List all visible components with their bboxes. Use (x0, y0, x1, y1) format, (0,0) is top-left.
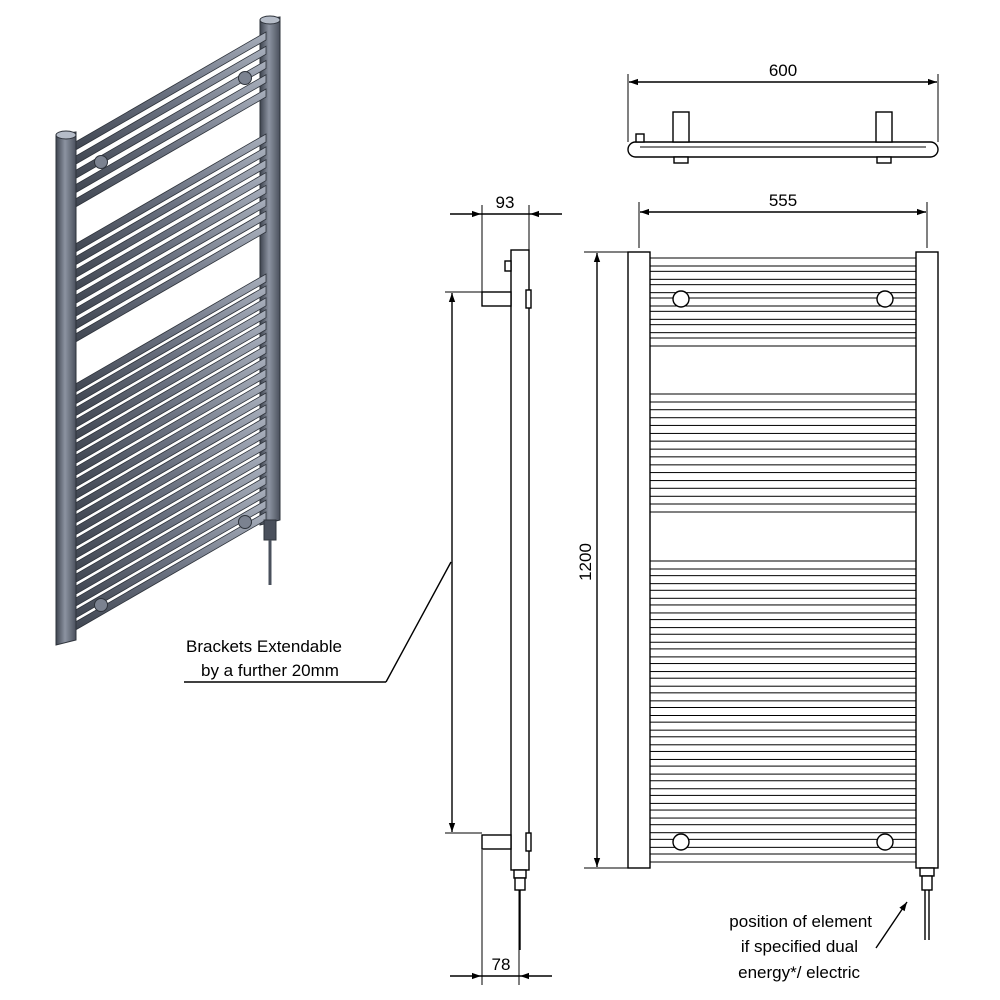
side-bracket-bottom (481, 834, 512, 850)
front-cross-bar (649, 589, 917, 599)
top-view-bracket-left (672, 111, 690, 143)
front-cross-bar (649, 257, 917, 267)
front-cross-bar (649, 324, 917, 334)
iso-cross-bars (71, 31, 267, 633)
side-element-body (514, 877, 526, 891)
top-view-bracket-right (875, 111, 893, 143)
isometric-radiator-view (55, 15, 281, 646)
top-view-valve (635, 133, 645, 143)
element-leader (875, 901, 908, 949)
front-element-nut (919, 867, 935, 877)
dim-555-label: 555 (769, 191, 797, 210)
bracket-note-line2: by a further 20mm (201, 661, 339, 680)
front-view: 555 1200 position of element if specifie… (576, 191, 939, 982)
front-cross-bar (649, 677, 917, 687)
top-view-bracket-left-foot (673, 156, 689, 164)
element-note-line1: position of element (729, 912, 872, 931)
side-rail (510, 249, 530, 871)
side-bracket-top (481, 291, 512, 307)
front-cross-bar (649, 736, 917, 746)
front-cross-bar (649, 838, 917, 848)
iso-element-body (263, 519, 277, 541)
front-cross-bar (649, 721, 917, 731)
front-cross-bar (649, 393, 917, 403)
front-cross-bar (649, 560, 917, 570)
top-view-bracket-right-foot (876, 156, 892, 164)
front-cross-bar (649, 472, 917, 482)
front-cross-bar (649, 692, 917, 702)
front-cross-bar (649, 765, 917, 775)
front-cross-bar (649, 284, 917, 294)
front-cross-bar (649, 503, 917, 513)
side-view: 93 78 (445, 193, 562, 985)
bracket-note-line1: Brackets Extendable (186, 637, 342, 656)
side-bracket-bottom-cap (525, 832, 532, 852)
iso-bracket-top-right (238, 71, 252, 85)
front-cross-bar (649, 663, 917, 673)
front-cross-bar (649, 270, 917, 280)
side-element-nut (513, 869, 527, 879)
bracket-note: Brackets Extendable by a further 20mm (184, 561, 452, 683)
iso-front-rail (55, 131, 77, 646)
front-right-rail (915, 251, 939, 869)
front-cross-bar (649, 707, 917, 716)
front-cross-bar (649, 750, 917, 760)
iso-bracket-top-left (94, 155, 108, 169)
front-cross-bars (649, 257, 917, 863)
bracket-leader (385, 561, 452, 683)
front-bracket-bottom-right (876, 833, 894, 851)
front-cross-bar (649, 487, 917, 497)
front-cross-bar (649, 809, 917, 819)
iso-back-rail-cap (259, 15, 281, 25)
front-cross-bar (649, 619, 917, 629)
dim-600-label: 600 (769, 61, 797, 80)
top-view-tube (627, 141, 939, 158)
dim-1200-label: 1200 (576, 543, 595, 581)
front-cross-bar (649, 824, 917, 834)
front-left-rail (627, 251, 651, 869)
element-note-line3: energy*/ electric (738, 963, 860, 982)
front-cross-bar (649, 604, 917, 614)
iso-bracket-bottom-right (238, 515, 252, 529)
front-cross-bar (649, 648, 917, 658)
front-bracket-top-right (876, 290, 894, 308)
dim-93-label: 93 (496, 193, 515, 212)
front-cross-bar (649, 456, 917, 466)
front-cross-bar (649, 780, 917, 790)
front-cross-bar (649, 853, 917, 863)
front-bracket-top-left (672, 290, 690, 308)
front-cross-bar (649, 409, 917, 419)
front-element-body (921, 875, 933, 891)
iso-bracket-bottom-left (94, 598, 108, 612)
dim-78-label: 78 (492, 955, 511, 974)
front-cross-bar (649, 633, 917, 643)
front-bracket-bottom-left (672, 833, 690, 851)
front-cross-bar (649, 794, 917, 804)
top-view: 600 (627, 61, 939, 164)
front-cross-bar (649, 337, 917, 347)
front-cross-bar (649, 424, 917, 434)
front-cross-bar (649, 310, 917, 320)
front-cross-bar (649, 575, 917, 585)
side-top-valve (504, 260, 512, 272)
element-note-line2: if specified dual (741, 937, 858, 956)
front-cross-bar (649, 440, 917, 450)
front-cross-bar (649, 297, 917, 307)
iso-front-rail-cap (55, 130, 77, 140)
side-bracket-top-cap (525, 289, 532, 309)
